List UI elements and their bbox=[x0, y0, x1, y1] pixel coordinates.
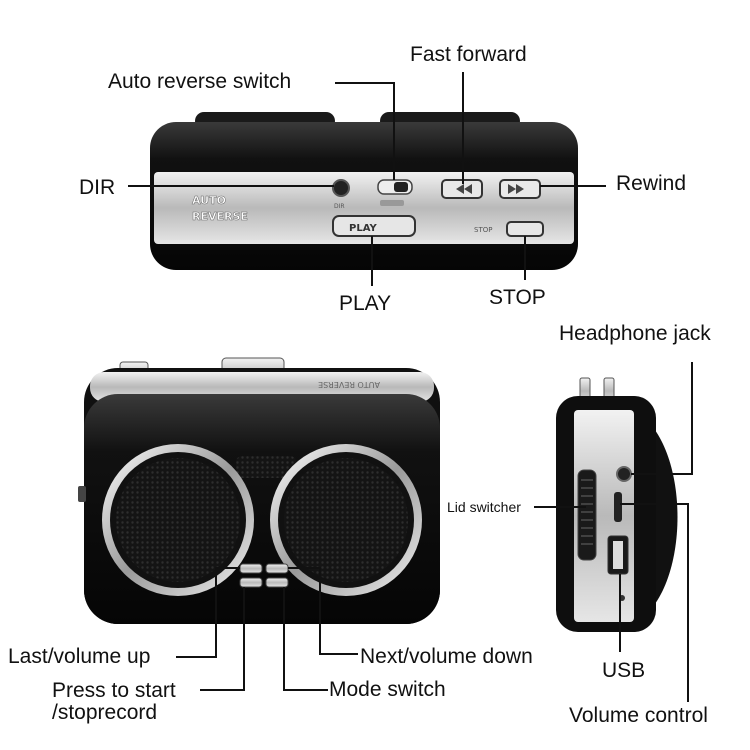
top-view-device: AUTO REVERSE DIR PLAY STOP bbox=[150, 112, 578, 270]
dir-button[interactable] bbox=[332, 179, 350, 197]
auto-print: AUTO bbox=[192, 194, 226, 207]
svg-text:AUTO REVERSE: AUTO REVERSE bbox=[318, 380, 380, 389]
label-mode-switch: Mode switch bbox=[329, 678, 446, 701]
reverse-print: REVERSE bbox=[192, 210, 248, 223]
label-last-volume-up: Last/volume up bbox=[8, 645, 151, 668]
label-play: PLAY bbox=[339, 292, 392, 315]
right-speaker bbox=[284, 458, 408, 582]
label-volume-control: Volume control bbox=[569, 704, 708, 727]
next-volume-down-button[interactable] bbox=[265, 563, 289, 574]
play-button-print: PLAY bbox=[349, 223, 377, 234]
label-press-to-start-line1: Press to start bbox=[52, 679, 176, 702]
label-next-volume-down: Next/volume down bbox=[360, 645, 533, 668]
label-press-to-start-line2: /stoprecord bbox=[52, 701, 158, 724]
label-rewind: Rewind bbox=[616, 172, 687, 195]
stop-button[interactable] bbox=[506, 221, 544, 237]
play-button[interactable] bbox=[332, 215, 416, 237]
dir-small-print: DIR bbox=[334, 203, 345, 210]
lid-switcher[interactable] bbox=[577, 469, 597, 561]
label-lid-switcher: Lid switcher bbox=[447, 499, 521, 515]
last-volume-up-button[interactable] bbox=[239, 563, 263, 574]
front-view-device: AUTO REVERSE bbox=[78, 357, 440, 624]
leader-lines bbox=[128, 72, 693, 702]
label-dir: DIR bbox=[79, 176, 116, 199]
label-headphone-jack: Headphone jack bbox=[559, 322, 711, 345]
side-view-device bbox=[556, 377, 678, 632]
headphone-jack[interactable] bbox=[616, 466, 632, 482]
stop-small-print: STOP bbox=[474, 226, 492, 234]
label-auto-reverse-switch: Auto reverse switch bbox=[108, 70, 292, 93]
left-speaker bbox=[116, 458, 240, 582]
label-press-to-start: Press to start /stoprecord bbox=[52, 680, 242, 724]
label-stop: STOP bbox=[489, 286, 546, 309]
volume-control[interactable] bbox=[614, 492, 622, 522]
mode-switch-button[interactable] bbox=[265, 577, 289, 588]
label-fast-forward: Fast forward bbox=[410, 43, 527, 66]
record-button[interactable] bbox=[239, 577, 263, 588]
label-usb: USB bbox=[602, 659, 646, 682]
